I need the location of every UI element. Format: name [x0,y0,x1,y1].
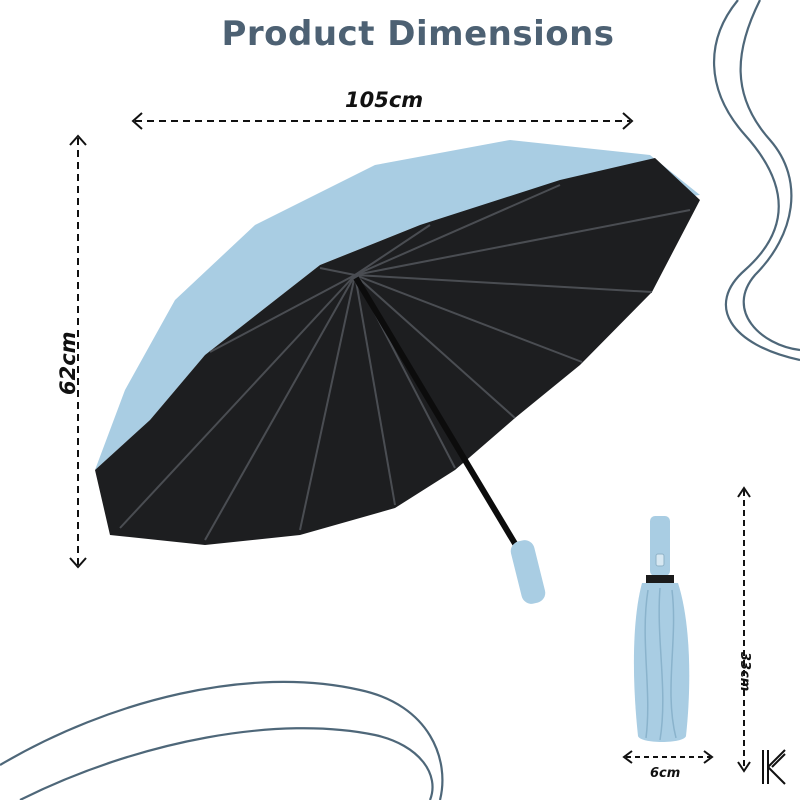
decor-curve-bottom-1 [0,680,444,800]
folded-length-dimension-line [737,486,751,773]
k-logo-icon [762,749,786,785]
dimension-lines [69,112,751,773]
open-umbrella [95,140,700,604]
decor-curve-bottom-2 [19,727,434,800]
folded-canopy-folds [644,587,677,741]
folded-umbrella [633,516,690,742]
folded-button [655,553,665,567]
height-dimension-line [69,134,87,569]
umbrella-ribs [119,184,691,541]
folded-length-label: 33cm [737,652,752,692]
folded-collar [646,575,674,583]
width-dimension-line [131,112,634,130]
page-title: Product Dimensions [221,14,615,54]
open-width-label: 105cm [345,88,424,112]
folded-handle [650,516,670,576]
decor-curve-right-2 [739,0,800,352]
folded-width-dimension-line [622,750,714,764]
folded-width-label: 6cm [650,766,681,781]
umbrella-handle [510,540,546,604]
open-height-label: 62cm [56,331,80,395]
umbrella-shaft [353,276,523,554]
decor-curve-right-1 [712,0,800,362]
